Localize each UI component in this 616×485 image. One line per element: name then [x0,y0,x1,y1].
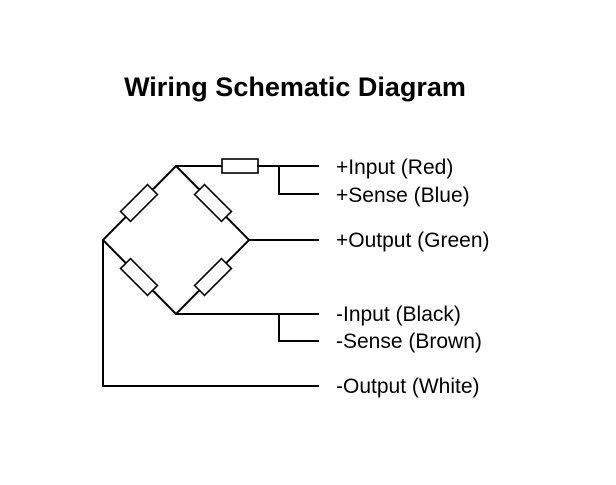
label-minus-input: -Input (Black) [336,303,461,326]
bridge-resistors [119,183,233,297]
label-plus-sense: +Sense (Blue) [336,184,470,207]
label-plus-output: +Output (Green) [336,229,490,252]
strain-gauge-bottom-left [119,257,159,297]
minus-output-wire [102,239,319,387]
plus-sense-wire [278,165,319,195]
bridge-diamond [101,164,251,316]
strain-gauge-top-right [193,183,233,223]
strain-gauge-top-left [119,183,159,223]
minus-sense-wire [278,313,319,342]
label-plus-input: +Input (Red) [336,156,453,179]
terminal-labels: +Input (Red) +Sense (Blue) +Output (Gree… [336,156,490,398]
label-minus-output: -Output (White) [336,375,480,398]
compensation-resistor [221,158,259,174]
label-minus-sense: -Sense (Brown) [336,330,482,353]
plus-input-wire [175,158,319,174]
diagram-title: Wiring Schematic Diagram [124,72,466,102]
strain-gauge-bottom-right [193,257,233,297]
